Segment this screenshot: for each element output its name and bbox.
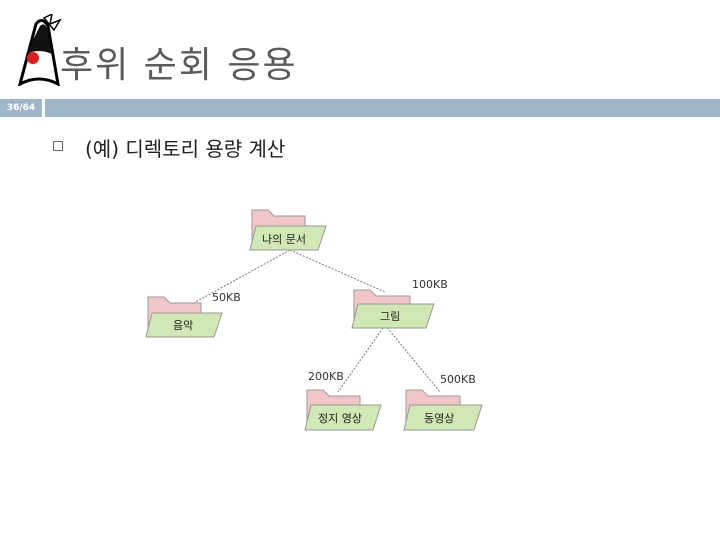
- size-music: 50KB: [212, 291, 241, 304]
- folder-pictures: 그림: [351, 289, 435, 329]
- page-number: 36/64: [0, 99, 42, 117]
- edge-root-pictures: [289, 249, 386, 293]
- header-bar: [45, 99, 720, 117]
- folder-music-label: 음악: [173, 319, 193, 332]
- duke-logo-icon: [17, 14, 62, 86]
- folder-video-label: 동영상: [424, 412, 454, 425]
- folder-root-label: 나의 문서: [262, 233, 306, 246]
- bullet-text: (예) 디렉토리 용량 계산: [85, 137, 286, 161]
- folder-music: 음악: [145, 296, 223, 338]
- folder-root: 나의 문서: [249, 209, 327, 251]
- size-video: 500KB: [440, 373, 476, 386]
- bullet-square-icon: [53, 141, 63, 151]
- edge-pictures-video: [384, 324, 441, 393]
- edge-root-music: [189, 249, 291, 306]
- size-still: 200KB: [308, 370, 344, 383]
- folder-still-images: 정지 영상: [304, 389, 382, 431]
- folder-pictures-label: 그림: [380, 310, 400, 323]
- size-pictures: 100KB: [412, 278, 448, 291]
- folder-video: 동영상: [403, 389, 483, 431]
- slide-title: 후위 순회 응용: [60, 45, 298, 86]
- folder-still-label: 정지 영상: [318, 412, 362, 425]
- edge-pictures-still: [337, 324, 386, 393]
